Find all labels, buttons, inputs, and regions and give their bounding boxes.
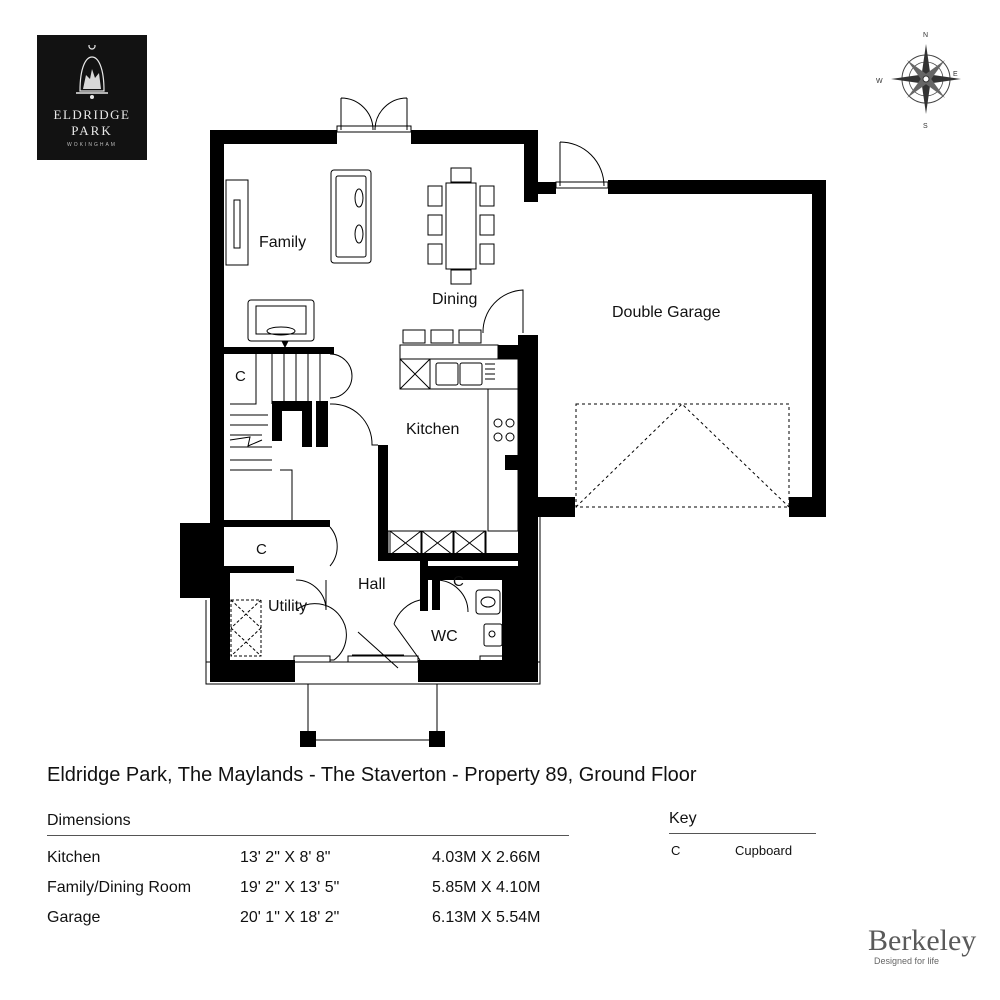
developer-tagline: Designed for life (874, 956, 940, 966)
dimension-metric: 4.03M X 2.66M (432, 849, 541, 866)
bell-crest-icon (76, 45, 108, 99)
dimensions-row: Kitchen 13' 2" X 8' 8" 4.03M X 2.66M (47, 842, 569, 872)
room-wc: WC (431, 628, 458, 645)
dining-door (482, 289, 524, 334)
dimension-metric: 5.85M X 4.10M (432, 879, 541, 896)
dimension-room: Kitchen (47, 849, 101, 866)
dimension-room: Garage (47, 909, 101, 926)
dimension-room: Family/Dining Room (47, 879, 192, 896)
key-heading: Key (669, 810, 816, 834)
dining-table (427, 167, 495, 285)
eldridge-park-logo: ELDRIDGE PARK WOKINGHAM (37, 35, 147, 160)
dimensions-table: Dimensions Kitchen 13' 2" X 8' 8" 4.03M … (47, 812, 569, 932)
room-kitchen: Kitchen (406, 421, 459, 438)
compass-south: S (923, 123, 928, 130)
brand-name-line1: ELDRIDGE (53, 107, 131, 122)
room-double-garage: Double Garage (612, 304, 721, 321)
key-symbol: C (671, 843, 681, 858)
floor-plan: N E S W (180, 32, 961, 747)
developer-name: Berkeley (868, 924, 977, 957)
key-meaning: Cupboard (735, 843, 793, 858)
compass-rose-icon: N E S W (876, 32, 961, 130)
dimension-imperial: 20' 1" X 18' 2" (240, 909, 340, 926)
berkeley-logo: Berkeley Designed for life (868, 924, 977, 967)
garage-side-door (555, 141, 609, 189)
dimensions-row: Garage 20' 1" X 18' 2" 6.13M X 5.54M (47, 902, 569, 932)
media-unit (225, 179, 249, 266)
internal-doors (293, 403, 511, 669)
compass-north: N (923, 32, 928, 39)
dimension-metric: 6.13M X 5.54M (432, 909, 541, 926)
dimensions-heading: Dimensions (47, 812, 569, 836)
compass-west: W (876, 78, 883, 85)
room-hall: Hall (358, 576, 386, 593)
garden-doors (336, 97, 412, 133)
porch-pillar-left (300, 731, 316, 747)
cupboard-label-wc: C (453, 573, 464, 590)
wc-fittings (475, 589, 503, 647)
room-family: Family (259, 234, 306, 251)
staircase (229, 353, 353, 520)
walls (180, 130, 826, 682)
armchair (247, 299, 315, 349)
plan-title: Eldridge Park, The Maylands - The Staver… (47, 764, 697, 786)
cupboard-label-stairs: C (235, 368, 246, 385)
brand-location: WOKINGHAM (67, 142, 117, 148)
internal-walls (224, 347, 518, 660)
utility-units (230, 599, 262, 657)
cupboard-label-hall: C (256, 541, 267, 558)
dimension-imperial: 19' 2" X 13' 5" (240, 879, 340, 896)
garage-door (575, 403, 790, 508)
porch-pillar-right (429, 731, 445, 747)
brand-name-line2: PARK (71, 123, 113, 138)
dimension-imperial: 13' 2" X 8' 8" (240, 849, 331, 866)
key-table: Key C Cupboard (669, 810, 816, 858)
dimensions-row: Family/Dining Room 19' 2" X 13' 5" 5.85M… (47, 872, 569, 902)
room-dining: Dining (432, 291, 477, 308)
sofa (330, 169, 372, 264)
room-utility: Utility (268, 598, 307, 615)
kitchen-fittings (387, 329, 519, 556)
key-row: C Cupboard (669, 834, 816, 858)
compass-east: E (953, 71, 958, 78)
